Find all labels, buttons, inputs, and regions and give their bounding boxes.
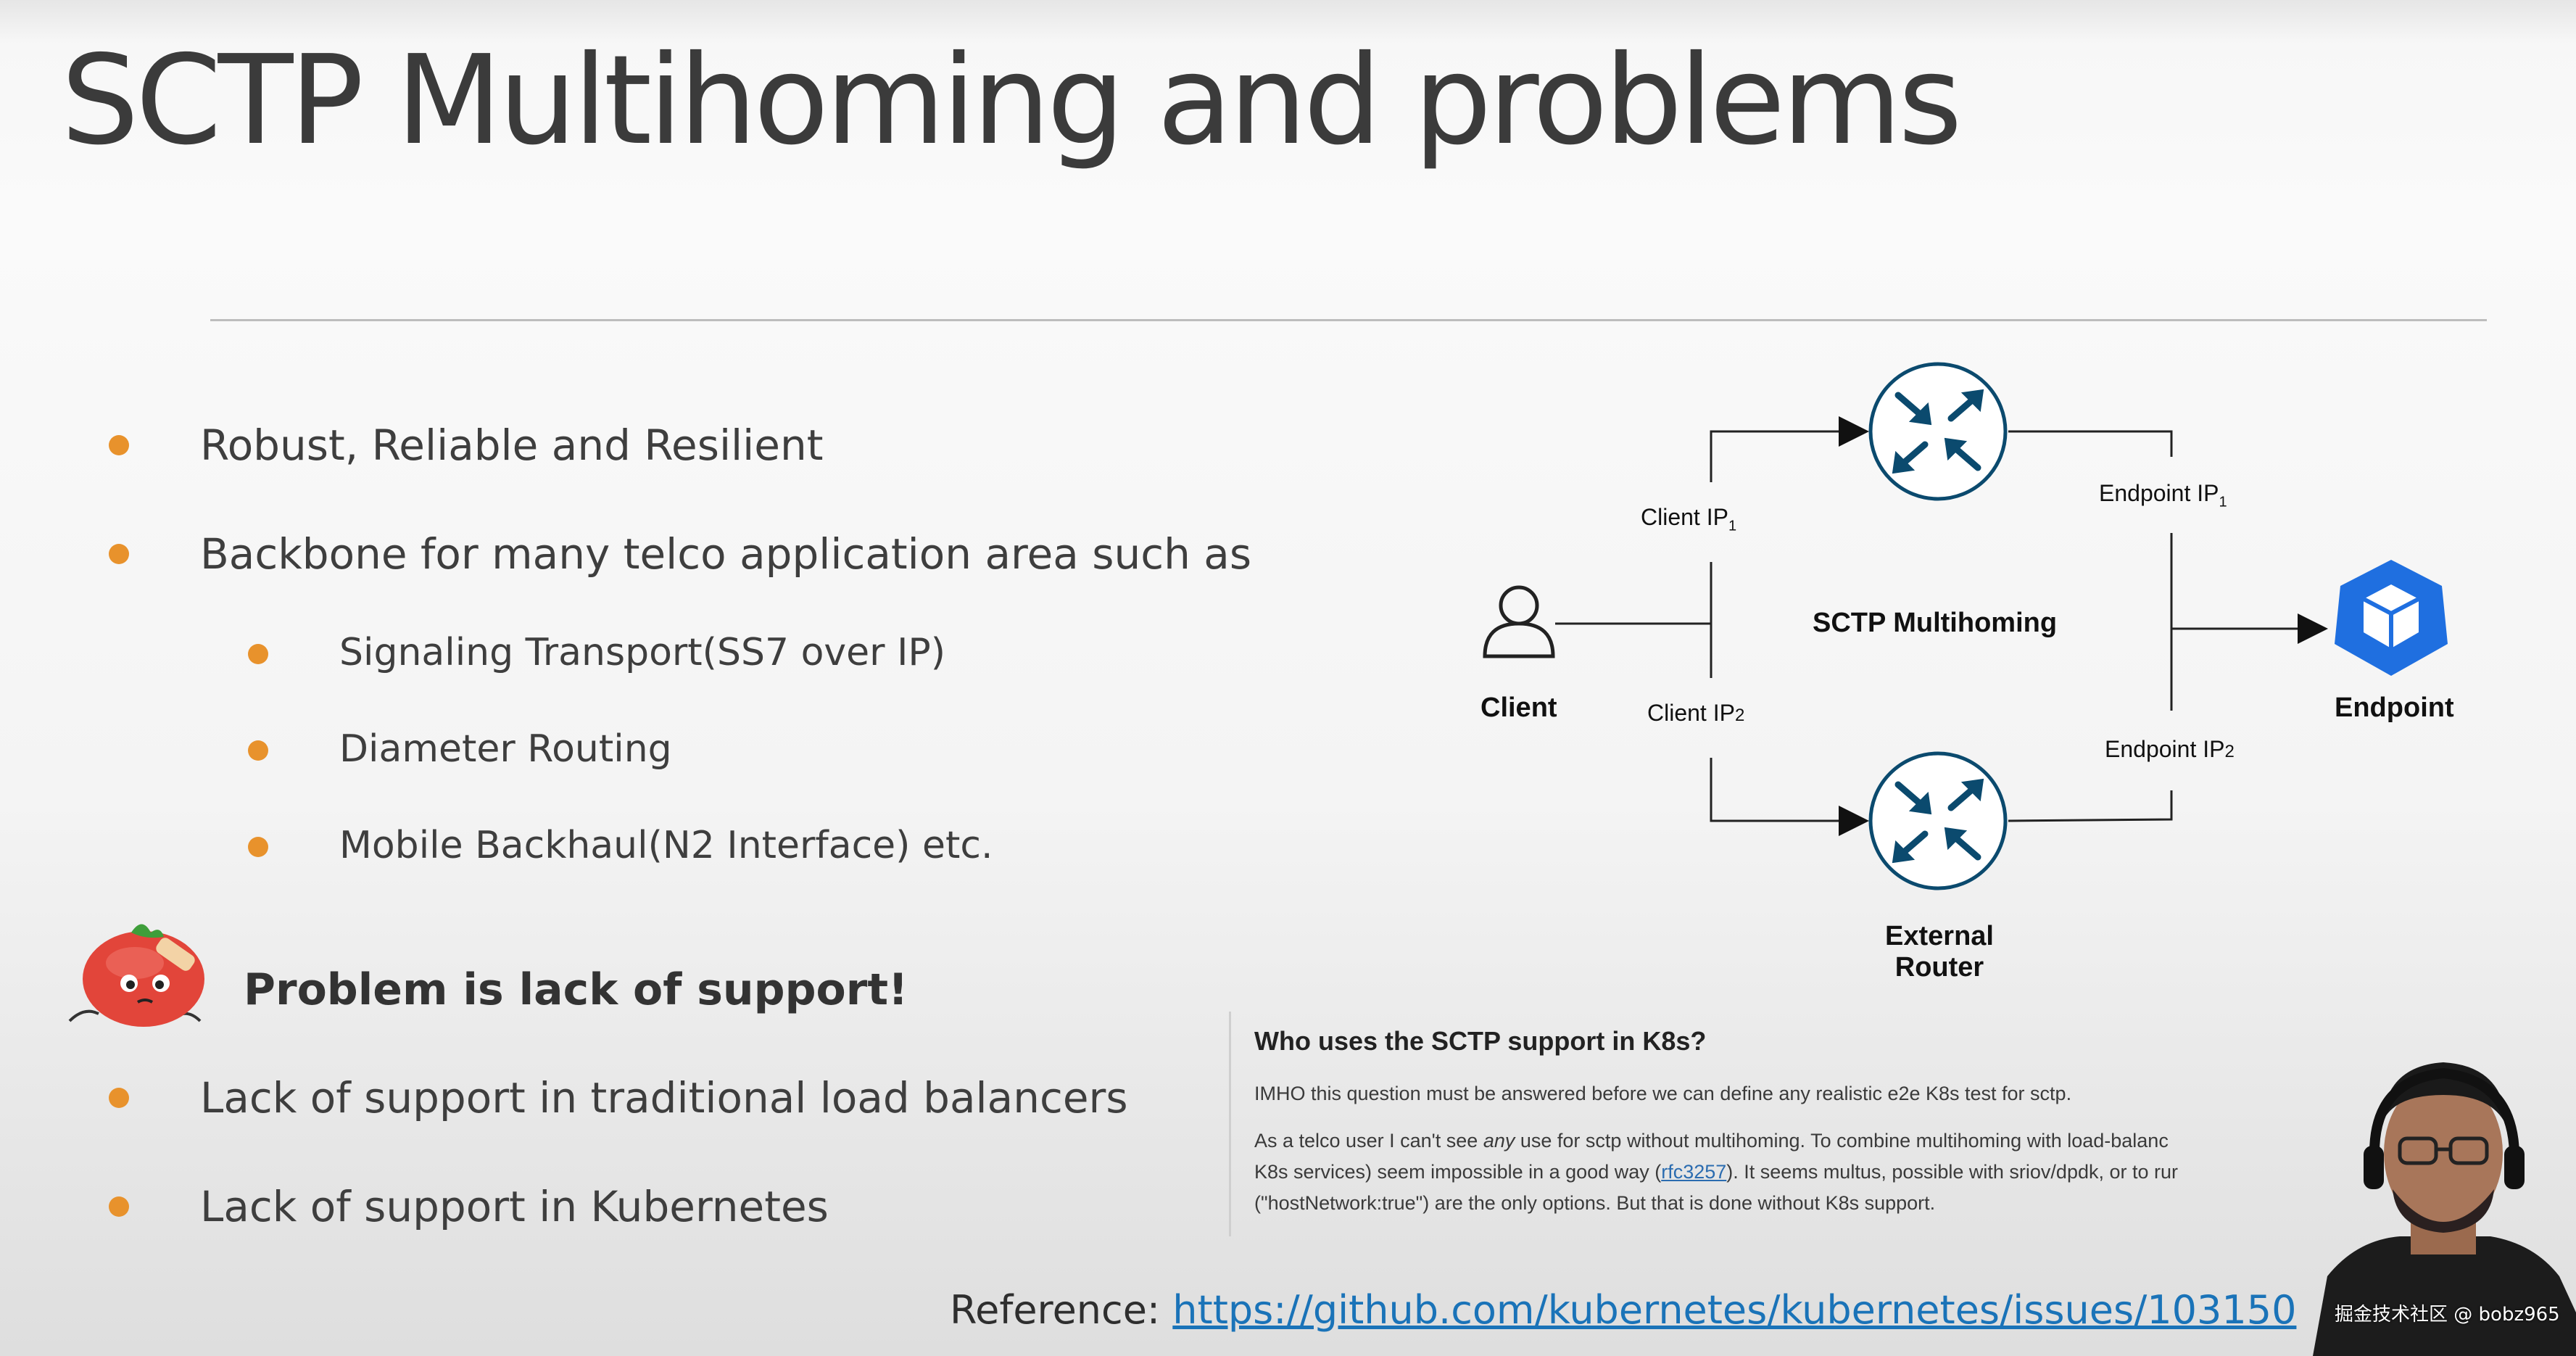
github-issue-excerpt: Who uses the SCTP support in K8s? IMHO t… — [1229, 1012, 2298, 1236]
bullet-dot — [109, 1196, 129, 1217]
issue-paragraph: As a telco user I can't see any use for … — [1254, 1130, 2179, 1214]
bullet-dot — [248, 837, 268, 857]
slide-title: SCTP Multihoming and problems — [61, 29, 1963, 173]
title-divider — [210, 319, 2487, 321]
sub-bullet-item: Signaling Transport(SS7 over IP) — [248, 631, 945, 674]
sub-bullet-item: Mobile Backhaul(N2 Interface) etc. — [248, 824, 993, 867]
endpoint-label: Endpoint — [2335, 693, 2454, 723]
client-ip-2-label: Client IP2 — [1647, 700, 1745, 726]
bandaged-tomato-mascot — [68, 924, 204, 1027]
bullet-dot — [109, 544, 129, 564]
external-router-label: External Router — [1885, 921, 1994, 983]
client-label: Client — [1480, 693, 1557, 723]
bullet-text: Backbone for many telco application area… — [200, 529, 1252, 579]
bullet-text: Lack of support in traditional load bala… — [200, 1073, 1128, 1123]
diagram-lines — [1483, 362, 2448, 890]
sub-bullet-text: Diameter Routing — [339, 727, 672, 771]
bullet-item: Robust, Reliable and Resilient — [109, 421, 823, 470]
router-icon — [1868, 751, 2008, 890]
bullet-dot — [109, 1088, 129, 1108]
sub-bullet-item: Diameter Routing — [248, 727, 672, 771]
router-icon — [1868, 362, 2008, 501]
bullet-text: Robust, Reliable and Resilient — [200, 421, 824, 470]
bullet-dot — [248, 644, 268, 664]
reference-link[interactable]: https://github.com/kubernetes/kubernetes… — [1172, 1287, 2297, 1333]
client-ip-1-label: Client IP1 — [1641, 504, 1737, 534]
problem-heading: Problem is lack of support! — [244, 964, 908, 1015]
rfc-link[interactable]: rfc3257 — [1661, 1161, 1727, 1183]
speaker-webcam — [2313, 1062, 2576, 1356]
issue-heading: Who uses the SCTP support in K8s? — [1254, 1026, 1707, 1056]
cube-icon — [2335, 560, 2448, 676]
sub-bullet-text: Mobile Backhaul(N2 Interface) etc. — [339, 824, 993, 867]
bullet-dot — [109, 435, 129, 455]
endpoint-ip-2-label: Endpoint IP2 — [2105, 736, 2235, 762]
watermark: 掘金技术社区 @ bobz965 — [2335, 1304, 2560, 1326]
bullet-dot — [248, 740, 268, 761]
reference-line: Reference: https://github.com/kubernetes… — [950, 1287, 2296, 1333]
problem-bullet-item: Lack of support in Kubernetes — [109, 1182, 829, 1231]
issue-paragraph: IMHO this question must be answered befo… — [1254, 1083, 2072, 1104]
sub-bullet-text: Signaling Transport(SS7 over IP) — [339, 631, 946, 674]
sctp-multihoming-diagram: Client Endpoint SCTP Multihoming Client … — [1443, 348, 2494, 1001]
bullet-item: Backbone for many telco application area… — [109, 529, 1251, 579]
user-icon — [1483, 585, 1555, 658]
endpoint-ip-1-label: Endpoint IP1 — [2099, 480, 2227, 510]
problem-bullet-item: Lack of support in traditional load bala… — [109, 1073, 1128, 1123]
sctp-multihoming-label: SCTP Multihoming — [1813, 608, 2058, 638]
bullet-text: Lack of support in Kubernetes — [200, 1182, 829, 1231]
reference-label: Reference: — [950, 1287, 1161, 1333]
